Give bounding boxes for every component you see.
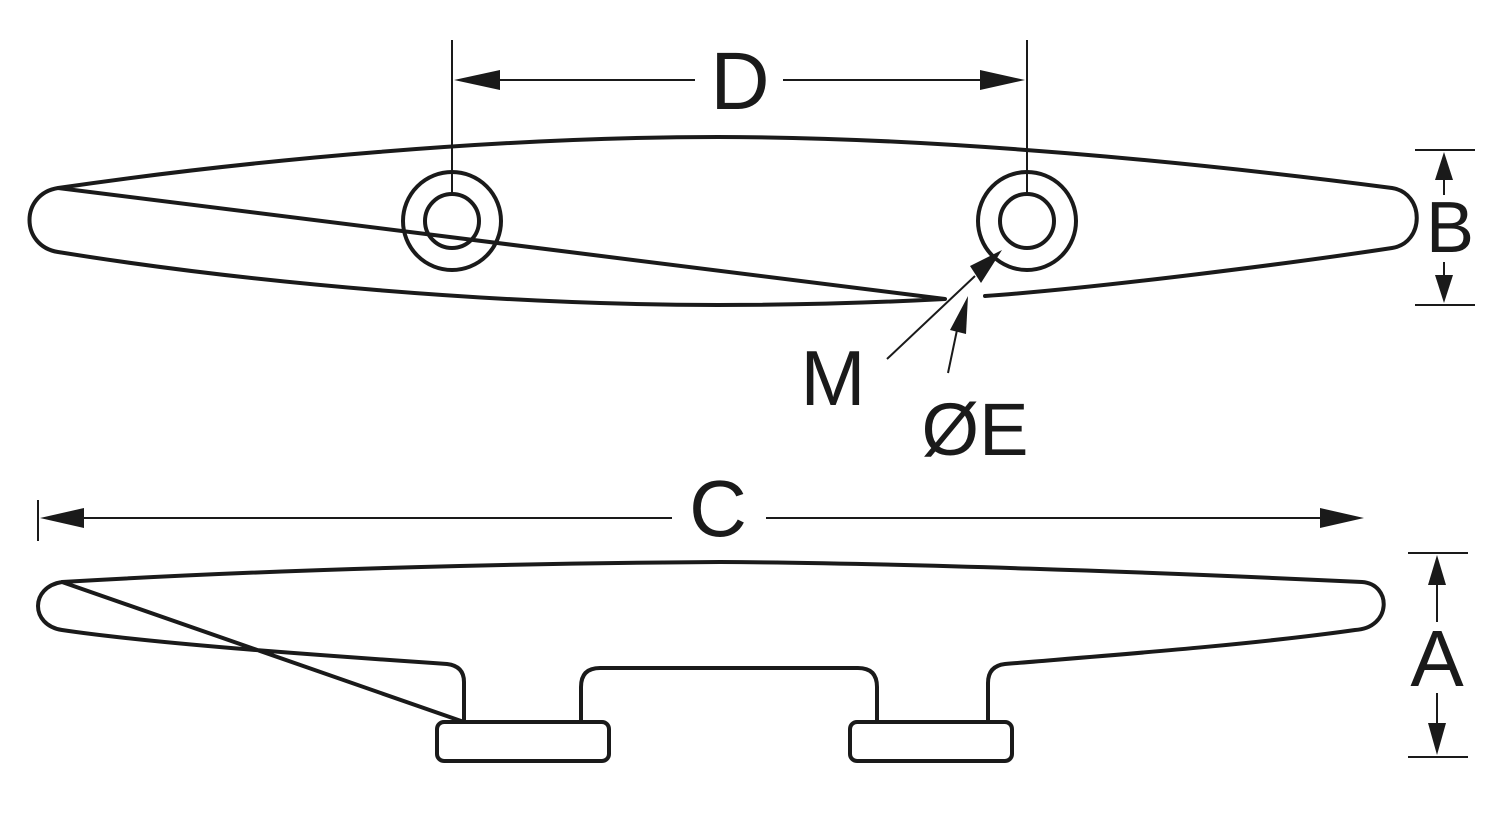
left-foot-base — [435, 720, 611, 763]
dimension-b-arrow-top — [1435, 152, 1453, 180]
dimension-b-arrow-bottom — [1435, 275, 1453, 303]
dimension-e-arrow — [950, 296, 968, 334]
dimension-a-arrow-top — [1428, 555, 1446, 585]
dimension-c-label: C — [689, 464, 747, 553]
right-foot-base — [848, 720, 1014, 763]
dimension-b: B — [1415, 149, 1475, 306]
dimension-m-arrow — [970, 250, 1002, 283]
dimension-m: M — [801, 250, 1002, 422]
cleat-side-view: C A — [36, 464, 1468, 763]
dimension-e-label: ØE — [922, 388, 1029, 471]
dimension-a: A — [1408, 552, 1468, 758]
dimension-e: ØE — [922, 296, 1029, 471]
right-hole-bore — [998, 192, 1056, 250]
dimension-c-arrow-left — [40, 508, 84, 528]
dimension-d-label: D — [710, 36, 769, 127]
dimension-m-label: M — [801, 334, 866, 422]
dimension-e-leader — [947, 329, 958, 374]
dimension-d-arrow-right — [980, 70, 1025, 90]
cleat-top-view: D B M ØE — [27, 36, 1475, 471]
cleat-top-body-outline — [27, 135, 1419, 307]
dimension-c: C — [37, 464, 1364, 553]
dimension-c-arrow-right — [1320, 508, 1364, 528]
dimension-b-label: B — [1426, 188, 1474, 268]
dimension-m-leader — [886, 275, 976, 360]
dimension-d: D — [451, 36, 1028, 194]
dimension-d-arrow-left — [454, 70, 500, 90]
left-hole-bore — [423, 192, 481, 250]
dimension-a-arrow-bottom — [1428, 723, 1446, 755]
dimension-a-label: A — [1410, 614, 1464, 703]
cleat-side-body-outline — [36, 560, 1386, 724]
